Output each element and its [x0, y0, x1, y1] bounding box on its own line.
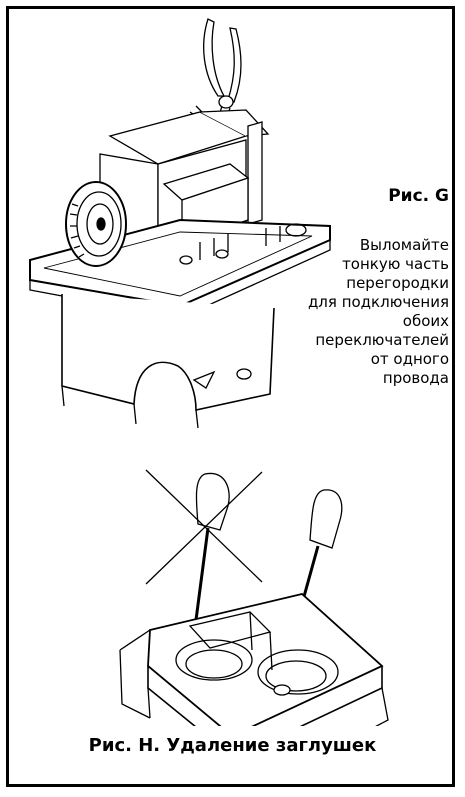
- figure-h-caption: Рис. H. Удаление заглушек: [88, 735, 377, 756]
- caption-line: переключателей: [315, 331, 449, 349]
- screwdriver-wrong-icon: [191, 472, 230, 637]
- caption-line: Выломайте: [359, 236, 449, 254]
- figure-g-label: Рис. G: [388, 186, 449, 206]
- caption-line: тонкую часть: [342, 255, 449, 273]
- caption-line: для подключения: [307, 293, 449, 311]
- cross-out-icon: [145, 469, 263, 585]
- caption-line: провода: [382, 369, 449, 387]
- caption-line: от одного: [370, 350, 449, 368]
- dial-gear-icon: [65, 181, 127, 267]
- caption-line: обоих: [402, 312, 449, 330]
- page-border: [6, 6, 455, 787]
- figure-g-caption: Выломайте тонкую часть перегородки для п…: [249, 236, 449, 388]
- figure-g-illustration: [29, 18, 331, 429]
- caption-line: перегородки: [346, 274, 449, 292]
- figure-h-illustration: [119, 469, 389, 726]
- pliers-icon: [203, 18, 242, 133]
